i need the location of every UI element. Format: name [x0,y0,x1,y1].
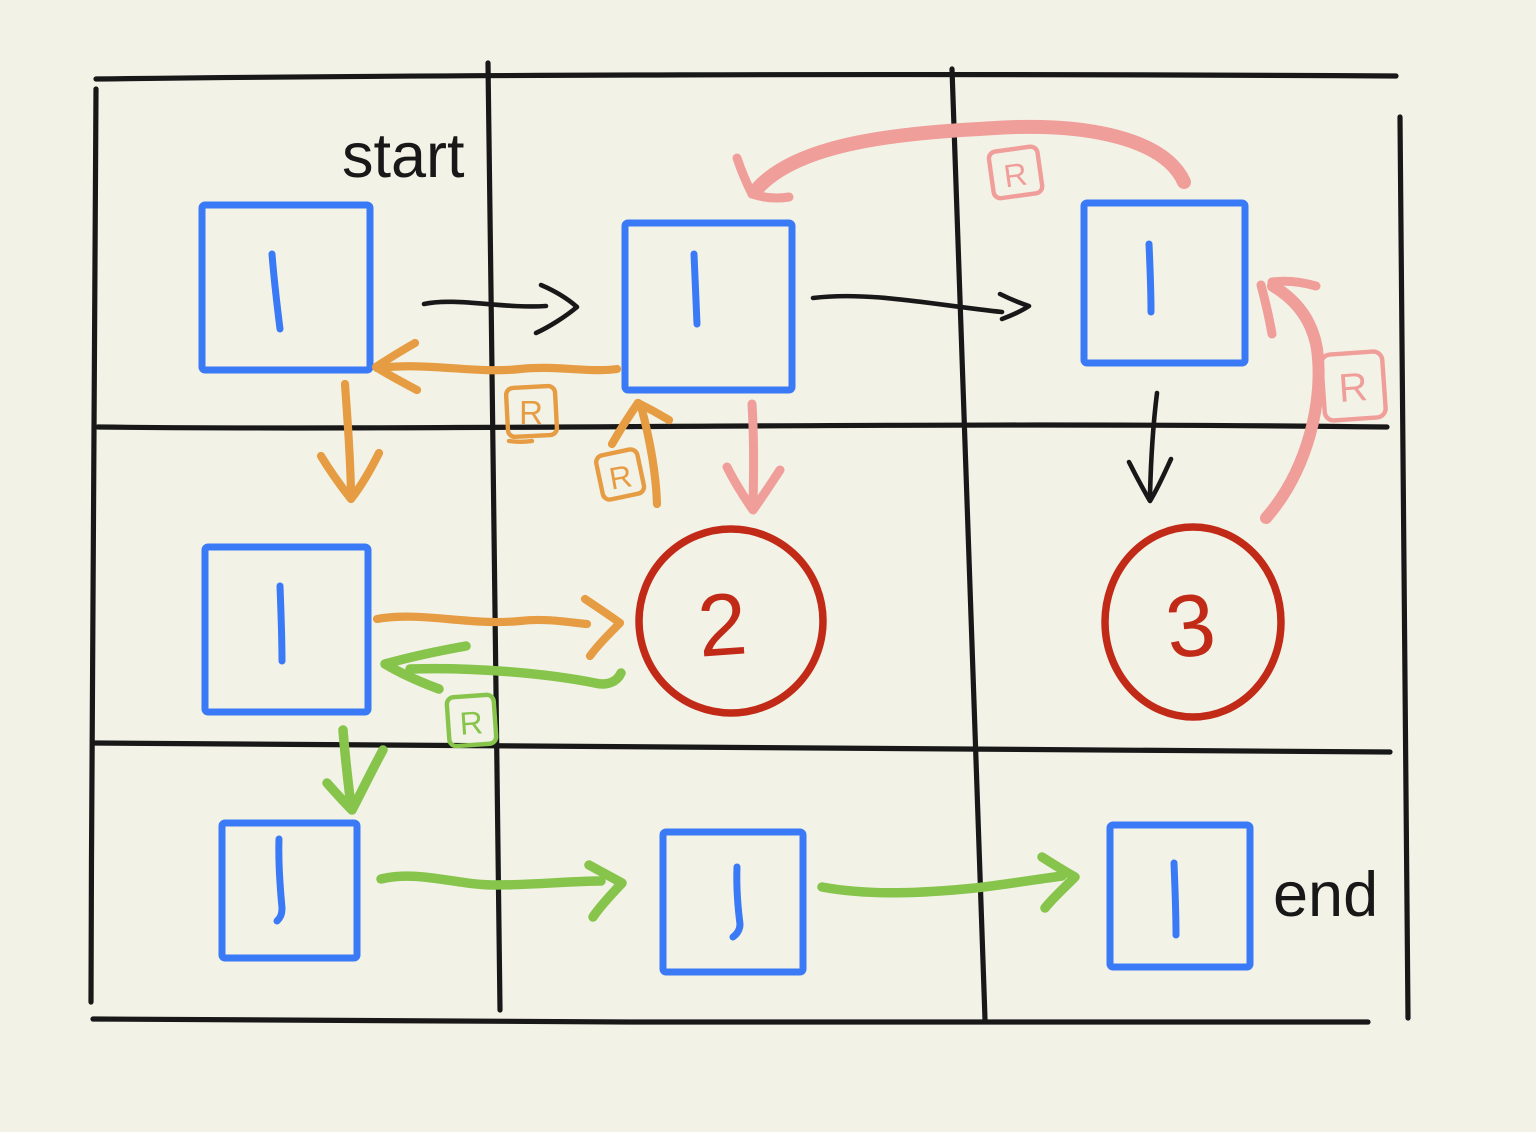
arrow-head [316,448,384,504]
digit-2: 2 [694,573,750,675]
arrow-orange-left: orange arrow r1c2 back to r1c1 (R) [371,338,622,395]
cell-r3c3: 1 [1106,821,1254,971]
grid [88,60,1411,1026]
digit-1-stroke [729,863,744,941]
r-marker-orange-left: R [503,383,560,444]
cell-r2c1: 1 [201,543,372,716]
number-box [1106,821,1254,971]
arrow-line [1147,390,1160,498]
arrow-line [405,663,626,689]
r-marker-orange-up: R [593,447,647,502]
arrow-line [421,299,549,309]
arrow-line [376,871,606,890]
grid-line-v4 [1397,114,1411,1021]
arrow-head [533,282,580,336]
digit-1-stroke [268,250,284,333]
grid-line-v3 [949,66,988,1023]
arrow-green-right-1: green arrow r3c1 to r3c2 [376,860,627,922]
r-marker-pink-top: R [986,144,1045,201]
cell-r3c2: 1 [659,828,807,976]
arrow-line [340,379,356,497]
arrow-head [371,338,422,395]
arrow-line [810,293,1005,315]
arrow-head [1126,456,1174,504]
digit-1-stroke [276,582,286,665]
digit-1-stroke [690,250,701,328]
grid-line-h2 [95,422,1390,431]
arrow-head [1037,852,1080,913]
arrow-line [747,399,759,508]
r-marker-pink-right: R [1319,349,1388,423]
cell-r1c3: 1 [1080,199,1249,367]
number-box [659,828,807,976]
number-box [218,819,361,962]
cell-r1c1: 1 [198,201,374,374]
cell-r3c1: 1 [218,819,361,962]
arrow-orange-right: orange arrow r2c1 to circle 2 [372,594,625,661]
arrow-line [338,725,356,811]
arrow-green-left: green arrow circle 2 back to r2c1 (R) [380,641,626,694]
grid-line-v1 [88,86,99,1005]
r-marker-label: R [458,704,484,742]
arrow-orange-down: orange arrow r1c1 down to r2c1 [316,379,384,504]
number-box [1080,199,1249,367]
arrow-head [722,462,785,515]
grid-line-v2 [485,60,503,1013]
arrow-head [1267,276,1321,291]
r-marker-box [444,692,499,749]
number-box [198,201,374,374]
r-marker-label: R [1001,156,1029,195]
arrow-orange-up: orange arrow up from row 2 toward r1c2 (… [607,398,674,509]
arrow-head [322,745,388,815]
arrow-line [817,871,1067,898]
arrow-black-r1c1-r1c2: black arrow r1c1 to r1c2 [421,282,580,336]
start-label: start [342,121,465,191]
digit-3: 3 [1161,574,1220,678]
r-marker-green: R [444,692,499,749]
arrow-pink-down: pink arrow r1c2 down to circle 2 [722,399,785,515]
cell-r1c2: 1 [621,219,796,394]
arrow-line [750,119,1191,196]
cell-r2c2: 2 [635,525,827,717]
r-marker-box [503,383,560,440]
arrow-head [1256,280,1277,339]
arrow-line [372,612,592,629]
arrow-green-right-2: green arrow r3c2 to r3c3 (end) [817,852,1080,913]
cell-r2c3: 3 [1101,523,1285,721]
grid-line-h4 [90,1016,1371,1026]
arrow-green-down: green arrow r2c1 down to r3c1 [322,725,388,815]
number-box [621,219,796,394]
r-marker-underline [506,438,535,444]
arrow-line [1260,280,1325,524]
arrow-head [580,594,625,661]
r-marker-label: R [519,394,543,431]
arrow-head [584,860,627,922]
r-marker-box [1319,349,1388,423]
arrow-black-r1c3-down: black arrow r1c3 down to circle 3 [1126,390,1174,504]
r-marker-label: R [607,458,635,496]
r-marker-box [593,447,647,502]
arrow-pink-arc-top: pink arc r1c3 back to r1c2 (R) [732,119,1191,203]
number-circle [1101,523,1285,721]
digit-1-stroke [1170,859,1180,939]
arrow-head [380,641,471,694]
arrow-head [997,291,1032,322]
arrow-pink-up-right: pink curved arrow up to r1c3 (R) [1256,276,1325,524]
arrow-line [636,401,662,509]
grid-line-h1 [93,71,1399,82]
number-box [201,543,372,716]
arrow-head [747,189,794,203]
digit-1-stroke [1145,240,1155,316]
digit-1-stroke [273,835,286,925]
r-marker-label: R [1337,365,1369,411]
number-circle [635,525,827,717]
r-marker-box [986,144,1045,201]
grid-line-h3 [90,740,1393,755]
arrow-head [732,153,757,199]
arrow-head [607,398,643,449]
arrow-black-r1c2-r1c3: black arrow r1c2 to r1c3 [810,291,1032,322]
end-label: end [1273,860,1378,930]
arrow-line [372,362,622,375]
